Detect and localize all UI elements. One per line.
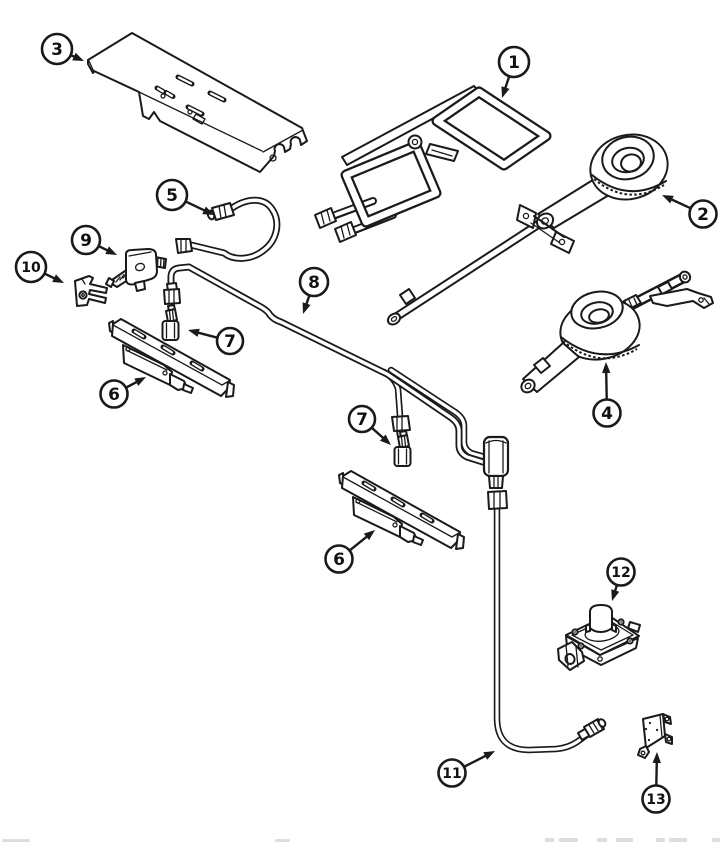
callout-circle [347,404,377,434]
callout-arrowhead [380,434,391,445]
page-edge-artifact [2,838,720,842]
callout-number: 2 [697,205,709,225]
callout-burner-assembly-lower: 4 [592,362,622,428]
part-burner-assembly-lower [520,270,714,394]
callout-gas-supply-tube: 11 [437,751,495,788]
callout-arrow-line [604,368,608,401]
callout-arrowhead [662,195,674,204]
callout-arrowhead [105,246,117,255]
callout-arrowhead [501,86,510,98]
callout-number: 3 [51,40,63,60]
callout-pressure-regulator: 12 [606,557,636,601]
callout-arrow-line [194,330,219,339]
callout-arrow-line [668,197,692,210]
callout-arrowhead [72,52,84,61]
callout-regulator-mounting-bracket: 13 [641,752,671,814]
callout-number: 7 [224,332,236,352]
callout-circle [14,250,48,284]
callout-burner-support-rail-lower: 6 [324,530,375,574]
callout-circle [688,199,718,229]
callout-orifice-holder-upper: 7 [188,326,245,356]
callout-burner-support-rail-upper: 6 [99,377,146,409]
callout-circle [215,326,245,356]
callout-arrowhead [202,206,214,215]
callout-number: 8 [308,273,320,293]
callout-gas-valve: 9 [70,224,117,256]
callout-valve-mounting-clip: 10 [14,250,64,284]
callout-circle [641,784,671,814]
part-valve-mounting-clip [74,275,108,307]
callout-number: 9 [80,231,92,251]
callout-circle [40,32,74,66]
callout-orifice-holder-lower: 7 [347,404,391,445]
callout-arrowhead [483,751,495,760]
part-burner-support-rail-lower [339,471,464,549]
callout-circle [99,379,129,409]
callout-arrow-line [348,533,370,552]
callout-number: 1 [508,53,520,73]
callout-number: 7 [356,410,368,430]
callout-circle [155,178,189,212]
callout-arrowhead [302,302,311,314]
callout-arrow-line [184,200,208,213]
callout-gas-tubing-assembly: 8 [298,266,330,314]
callout-number: 6 [333,550,345,570]
callout-circle [437,758,467,788]
part-burner-assembly-upper [386,133,669,326]
callout-circle [70,224,102,256]
part-orifice-holder [161,304,180,341]
callout-arrow-line [462,753,490,769]
callout-arrowhead [363,530,375,541]
callout-heat-shield-bracket: 3 [40,32,84,66]
callout-arrowhead [652,752,661,764]
callout-circle [592,398,622,428]
part-regulator-mounting-bracket [637,713,673,759]
callout-manifold-pipe-assembly: 1 [497,45,531,98]
part-manifold-pipe-assembly [314,85,552,243]
callout-circle [606,557,636,587]
callout-arrowhead [134,377,146,386]
callout-arrowhead [602,362,611,374]
callout-igniter-tube-loop: 5 [155,178,214,215]
part-gas-tubing-assembly [163,263,510,489]
callout-number: 11 [442,766,461,782]
callout-arrowhead [611,589,620,601]
callout-number: 6 [108,385,120,405]
callout-burner-assembly-upper: 2 [662,195,718,229]
callout-arrowhead [188,328,200,337]
part-burner-support-rail [108,318,235,398]
callout-arrow-line [655,758,659,787]
part-gas-valve [105,248,167,292]
part-heat-shield-bracket [87,32,308,173]
callout-number: 13 [646,792,665,808]
callout-circle [497,45,531,79]
part-pressure-regulator [557,604,641,671]
callout-arrowhead [52,274,64,283]
callout-number: 4 [601,404,613,424]
callout-circle [298,266,330,298]
callout-circle [324,544,354,574]
callout-number: 12 [611,565,630,581]
part-igniter-tube-loop [175,196,281,262]
part-gas-supply-tube [487,490,607,754]
callout-number: 5 [166,186,178,206]
callout-number: 10 [21,260,41,276]
